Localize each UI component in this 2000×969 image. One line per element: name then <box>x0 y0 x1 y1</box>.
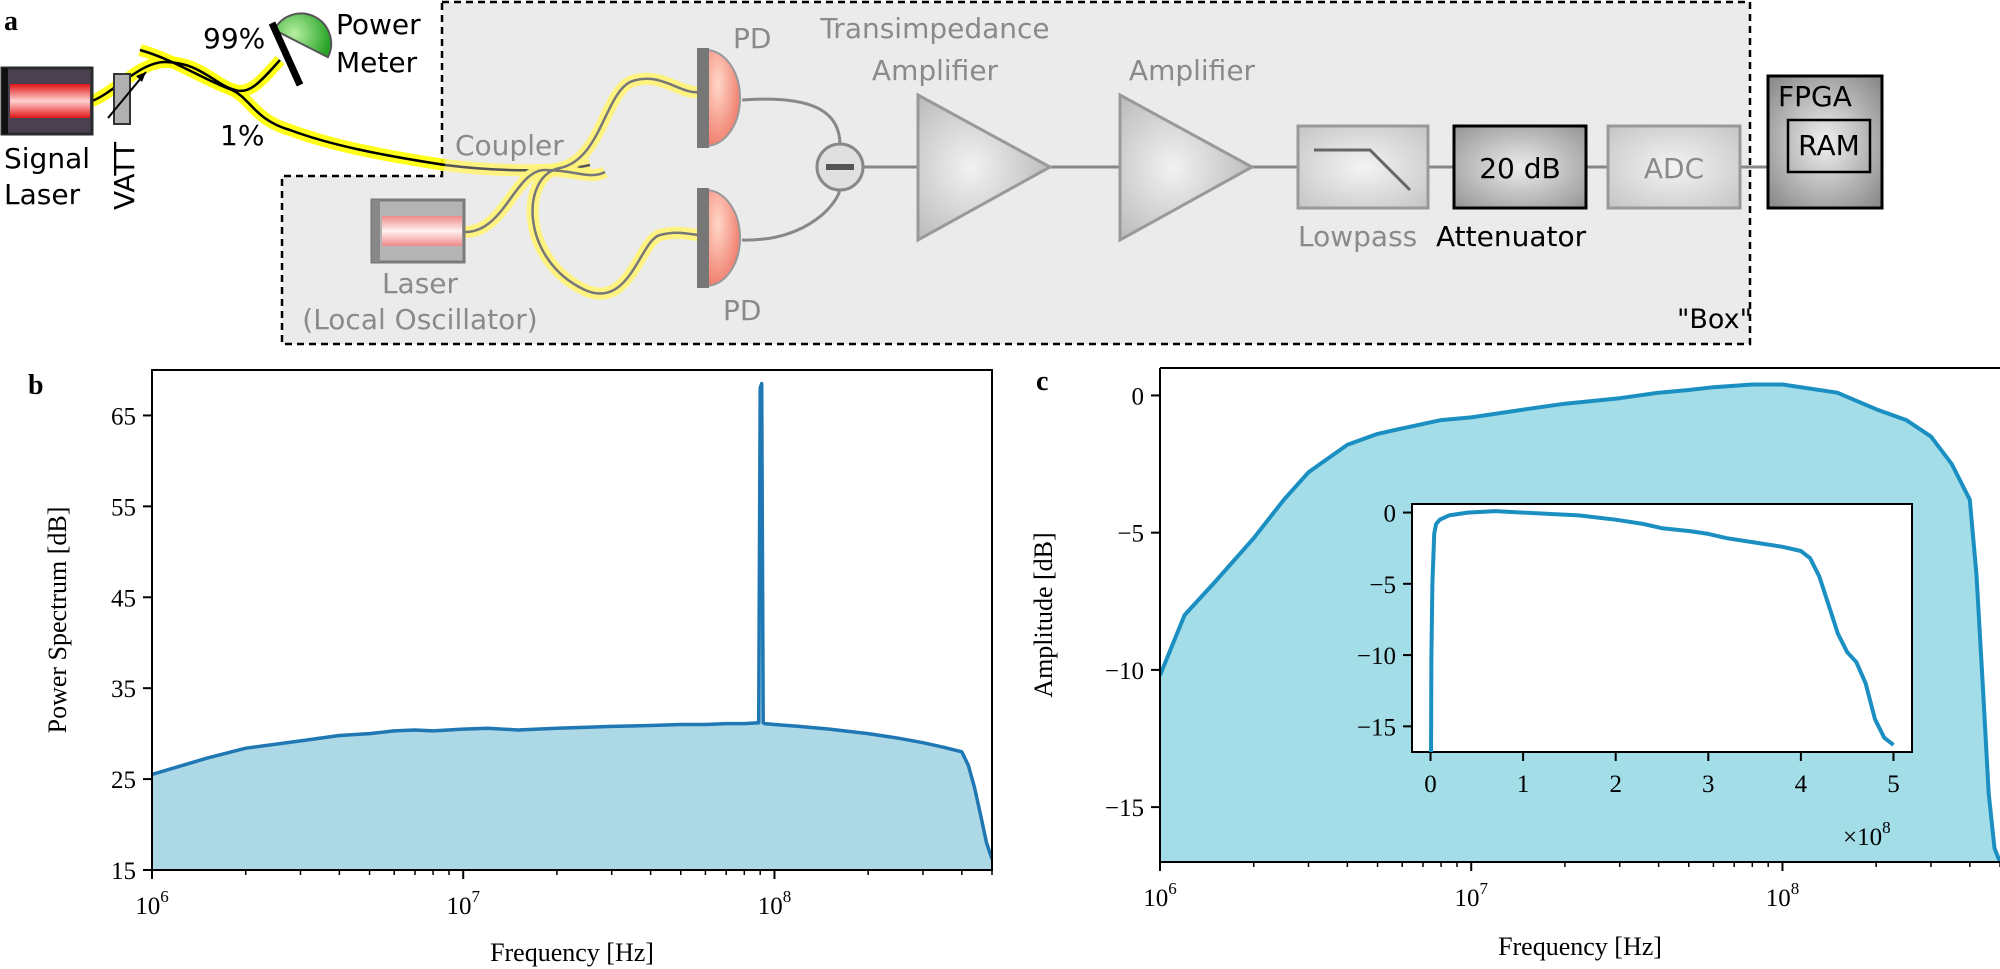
chart-b-y-tick-label: 25 <box>111 767 136 794</box>
inset-x-tick-label: 4 <box>1795 771 1808 798</box>
tia-label-2: Amplifier <box>872 54 999 87</box>
signal-laser-label-2: Laser <box>4 178 81 211</box>
panel-label-b: b <box>28 370 44 401</box>
amplifier-label: Amplifier <box>1129 54 1256 87</box>
vatt-label: VATT <box>108 141 141 210</box>
chart-c-inset: −15 −10 −5 0 0 1 2 3 4 5 ×108 <box>1357 501 1913 851</box>
chart-c-y-tick-label: −15 <box>1105 795 1144 822</box>
chart-c-x-tick-label: 107 <box>1454 879 1488 912</box>
chart-c-y-tick-label: −10 <box>1105 658 1144 685</box>
chart-b-y-tick-label: 65 <box>111 403 136 430</box>
inset-x-tick-label: 1 <box>1517 771 1530 798</box>
panel-c-chart: c −15 −10 −5 0 106 107 108 Frequency [Hz] Amp… <box>1029 366 2000 961</box>
inset-x-tick-label: 0 <box>1424 771 1437 798</box>
inset-x-ticks: 0 1 2 3 4 5 <box>1424 752 1900 798</box>
inset-x-tick-label: 3 <box>1702 771 1715 798</box>
inset-y-tick-label: 0 <box>1384 501 1397 528</box>
fpga-label: FPGA <box>1778 80 1852 113</box>
lowpass-label: Lowpass <box>1298 220 1417 253</box>
chart-c-series-line <box>1160 382 2000 862</box>
chart-b-y-tick-label: 35 <box>111 676 136 703</box>
chart-b-y-tick-label: 55 <box>111 494 136 521</box>
attenuator <box>1452 124 1588 210</box>
fpga-box <box>1766 74 1884 210</box>
chart-c-x-tick-label: 108 <box>1766 879 1800 912</box>
chart-b-x-tick-label: 108 <box>758 887 792 920</box>
subtractor-node <box>815 142 865 192</box>
tia-amplifier <box>916 92 1054 243</box>
chart-b-y-ticks: 15 25 35 45 55 65 <box>111 403 152 885</box>
chart-b-x-axis-title: Frequency [Hz] <box>490 938 654 967</box>
inset-offset-text: ×108 <box>1843 818 1891 851</box>
chart-c-y-tick-label: −5 <box>1117 521 1144 548</box>
chart-b-y-axis-title: Power Spectrum [dB] <box>43 507 72 734</box>
split-99-label: 99% <box>203 22 265 55</box>
pd-bottom-label: PD <box>723 294 761 327</box>
chart-b-y-tick-label: 45 <box>111 585 136 612</box>
chart-c-x-axis-title: Frequency [Hz] <box>1498 932 1662 961</box>
adc-label: ADC <box>1644 152 1704 185</box>
power-meter <box>268 12 333 87</box>
lo-laser-label-1: Laser <box>382 267 459 300</box>
power-meter-label-2: Meter <box>336 46 418 79</box>
chart-c-x-ticks: 106 107 108 <box>1143 862 2000 912</box>
inset-y-tick-label: −5 <box>1369 572 1396 599</box>
inset-axes-frame <box>1411 503 1913 753</box>
chart-b-x-tick-label: 106 <box>135 887 169 920</box>
chart-b-series-line <box>152 381 992 860</box>
adc-box <box>1606 124 1742 210</box>
inset-x-tick-label: 2 <box>1609 771 1622 798</box>
chart-b-axes-frame <box>151 369 993 871</box>
chart-c-y-tick-label: 0 <box>1132 383 1145 410</box>
signal-laser-label-1: Signal <box>4 142 90 175</box>
tia-label-1: Transimpedance <box>819 12 1049 45</box>
attenuator-label: Attenuator <box>1436 220 1587 253</box>
amplifier <box>1118 92 1256 243</box>
chart-c-y-axis-title: Amplitude [dB] <box>1029 532 1058 697</box>
ram-label: RAM <box>1798 129 1860 162</box>
inset-y-ticks: −15 −10 −5 0 <box>1357 501 1412 741</box>
lo-laser <box>370 198 466 264</box>
pd-top-label: PD <box>733 22 771 55</box>
box-label: "Box" <box>1677 304 1752 335</box>
inset-x-tick-label: 5 <box>1887 771 1900 798</box>
chart-c-y-ticks: −15 −10 −5 0 <box>1105 383 1160 822</box>
lo-laser-label-2: (Local Oscillator) <box>302 303 537 336</box>
panel-label-c: c <box>1036 366 1048 397</box>
coupler-fibers <box>464 72 701 300</box>
photodiode-bottom <box>697 188 741 288</box>
chart-b-y-tick-label: 15 <box>111 858 136 885</box>
electrical-wires <box>741 97 1768 242</box>
photodiode-top <box>697 48 741 148</box>
lowpass-filter <box>1296 124 1430 210</box>
chart-c-x-tick-label: 106 <box>1143 879 1177 912</box>
chart-b-x-tick-label: 107 <box>446 887 480 920</box>
chart-b-area-fill <box>152 383 992 870</box>
inset-series-line <box>1429 509 1895 752</box>
vatt-attenuator <box>107 71 147 125</box>
coupler-label: Coupler <box>455 129 564 162</box>
panel-label-a: a <box>4 6 18 37</box>
inset-y-tick-label: −15 <box>1357 714 1396 741</box>
power-meter-label-1: Power <box>336 8 421 41</box>
panel-a-diagram: a "Box" Signal Laser <box>0 0 1884 346</box>
chart-b-x-ticks: 106 107 108 <box>135 870 993 920</box>
attenuator-value: 20 dB <box>1479 152 1561 185</box>
inset-y-tick-label: −10 <box>1357 643 1396 670</box>
split-1-label: 1% <box>220 119 264 152</box>
signal-laser <box>0 66 94 136</box>
